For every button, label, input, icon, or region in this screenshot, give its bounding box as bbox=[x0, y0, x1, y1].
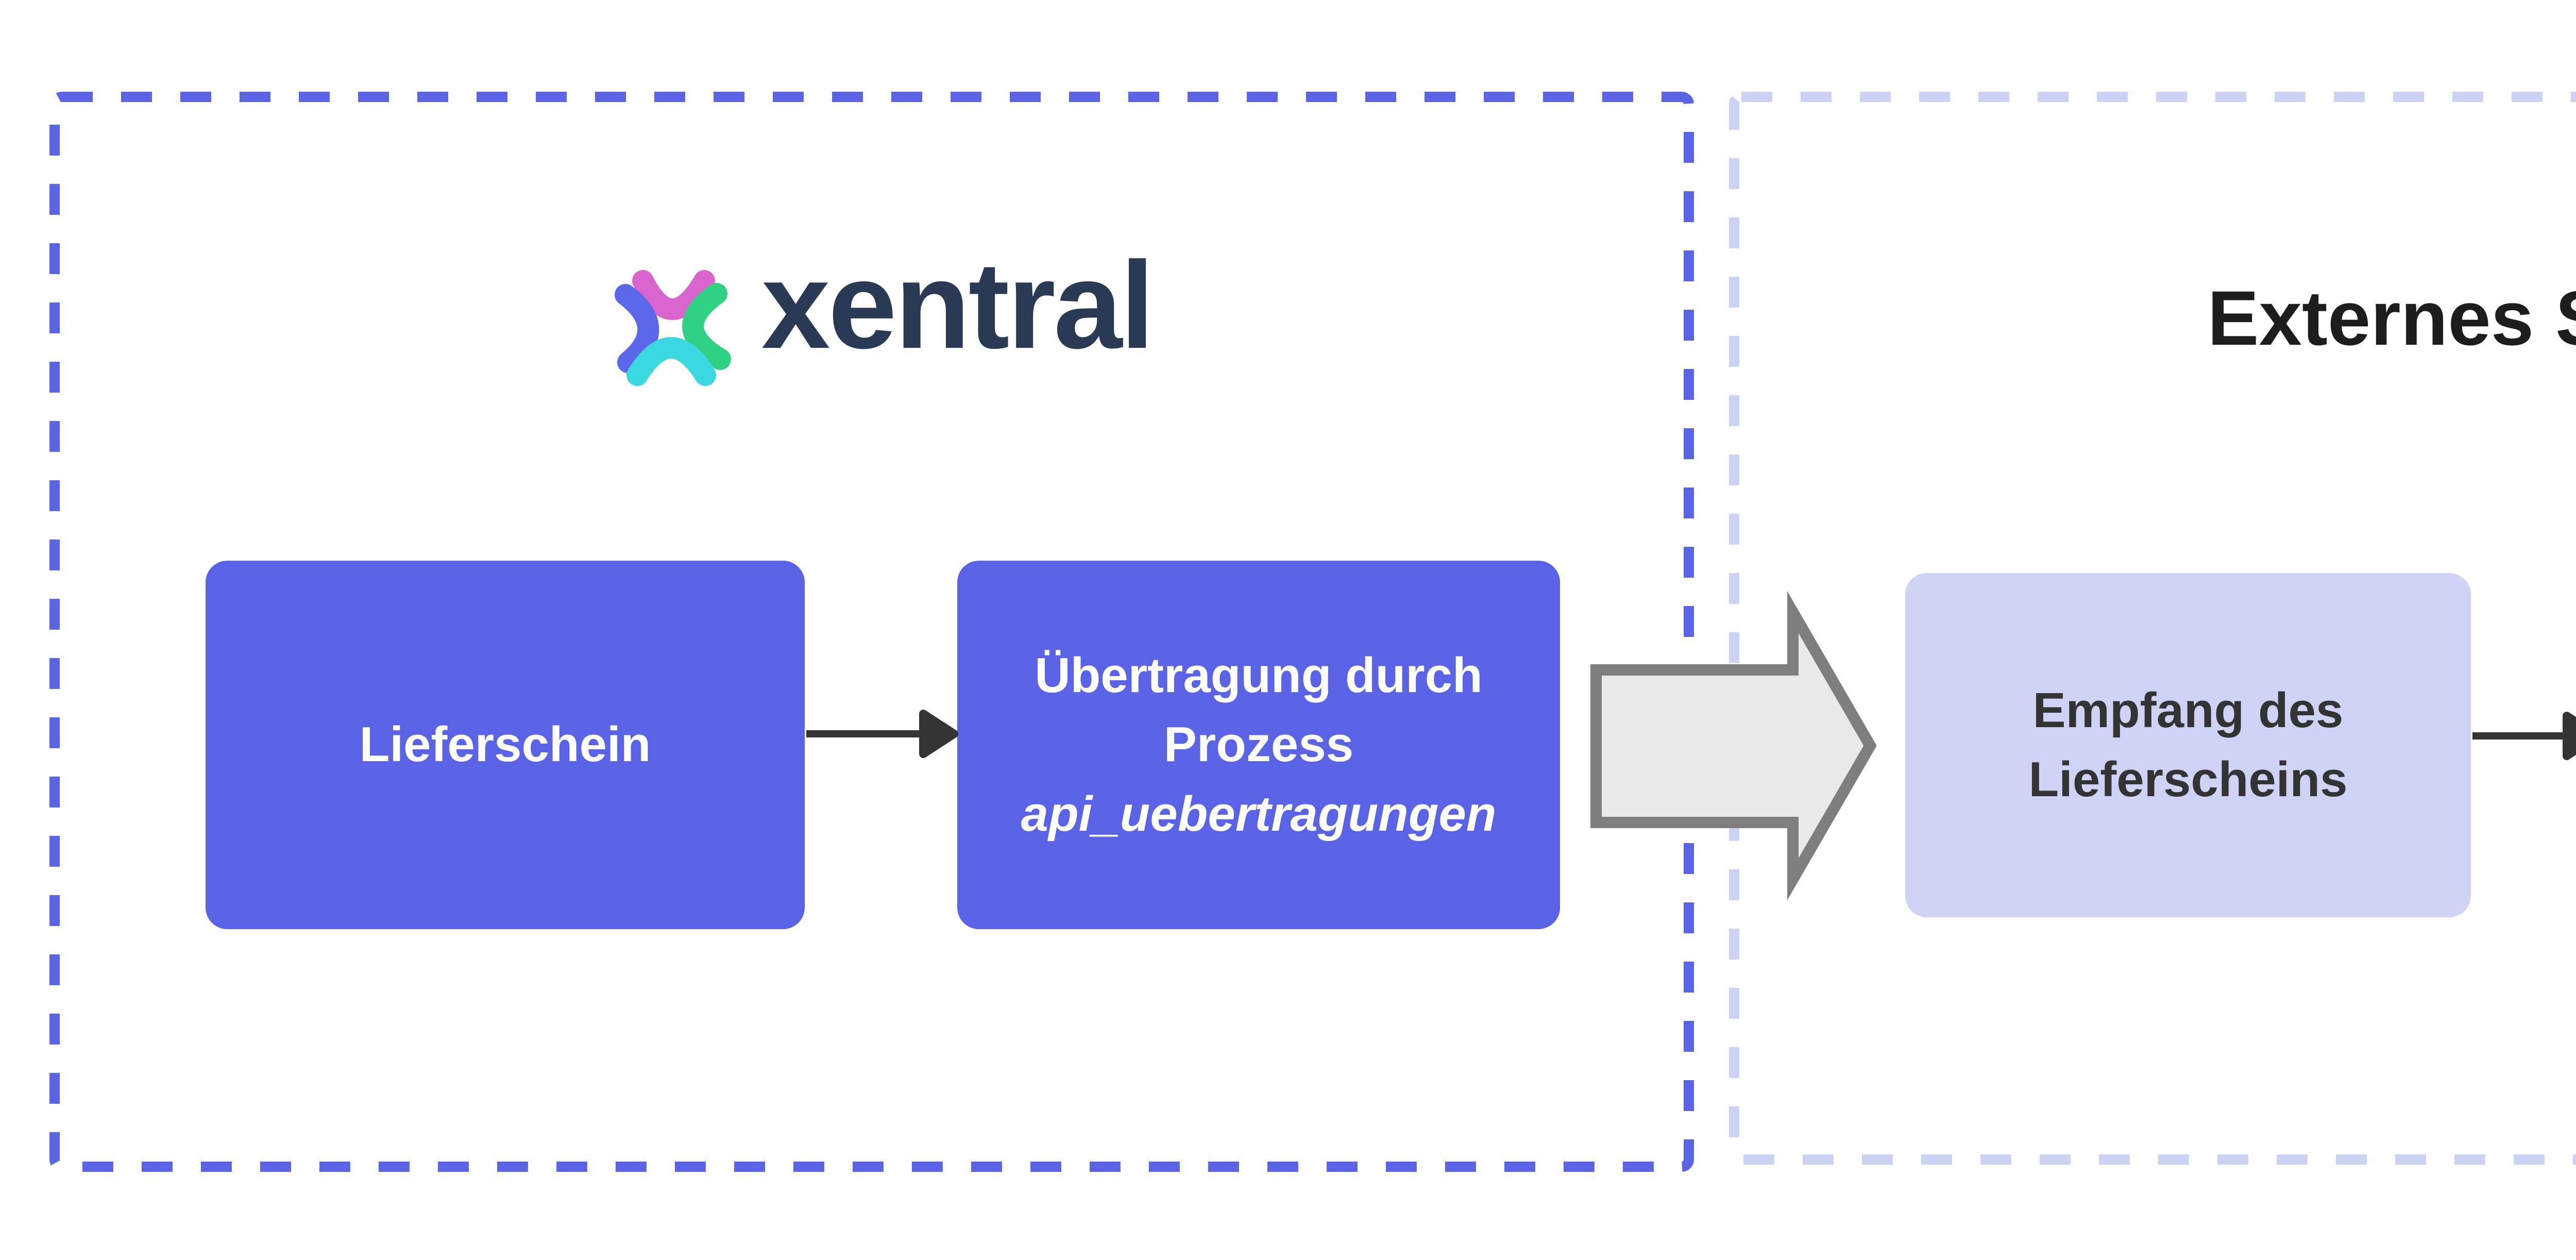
arrow-lieferschein-to-uebertragung-icon bbox=[806, 710, 958, 758]
box-lieferschein: Lieferschein bbox=[206, 561, 805, 929]
logo-arm-bottom-icon bbox=[626, 337, 716, 386]
box-uebertragung-line-1: Übertragung durch bbox=[1035, 647, 1483, 703]
external-panel-border bbox=[1729, 92, 2576, 1165]
box-empfang-line-2: Lieferscheins bbox=[2028, 752, 2348, 807]
box-lieferschein-label: Lieferschein bbox=[359, 717, 651, 772]
transfer-arrow-icon bbox=[1590, 591, 1877, 900]
logo-arm-top-icon bbox=[632, 270, 715, 320]
xentral-logo-wordmark: xentral bbox=[761, 236, 1155, 374]
box-empfang-line-1: Empfang des bbox=[2032, 682, 2344, 738]
box-empfang: Empfang des Lieferscheins bbox=[1905, 573, 2471, 917]
box-uebertragung-line-2: Prozess bbox=[1163, 717, 1354, 772]
arrow-empfang-to-logistik-icon bbox=[2472, 712, 2576, 760]
external-system-title: Externes System bbox=[2207, 275, 2576, 361]
xentral-panel-border bbox=[49, 92, 1694, 1172]
logo-arm-right-icon bbox=[682, 283, 731, 370]
box-uebertragung: Übertragung durch Prozess api_uebertragu… bbox=[957, 561, 1560, 929]
box-uebertragung-process-name: api_uebertragungen bbox=[1021, 786, 1497, 842]
logo-arm-left-icon bbox=[615, 284, 659, 373]
xentral-logo-icon bbox=[615, 270, 731, 386]
